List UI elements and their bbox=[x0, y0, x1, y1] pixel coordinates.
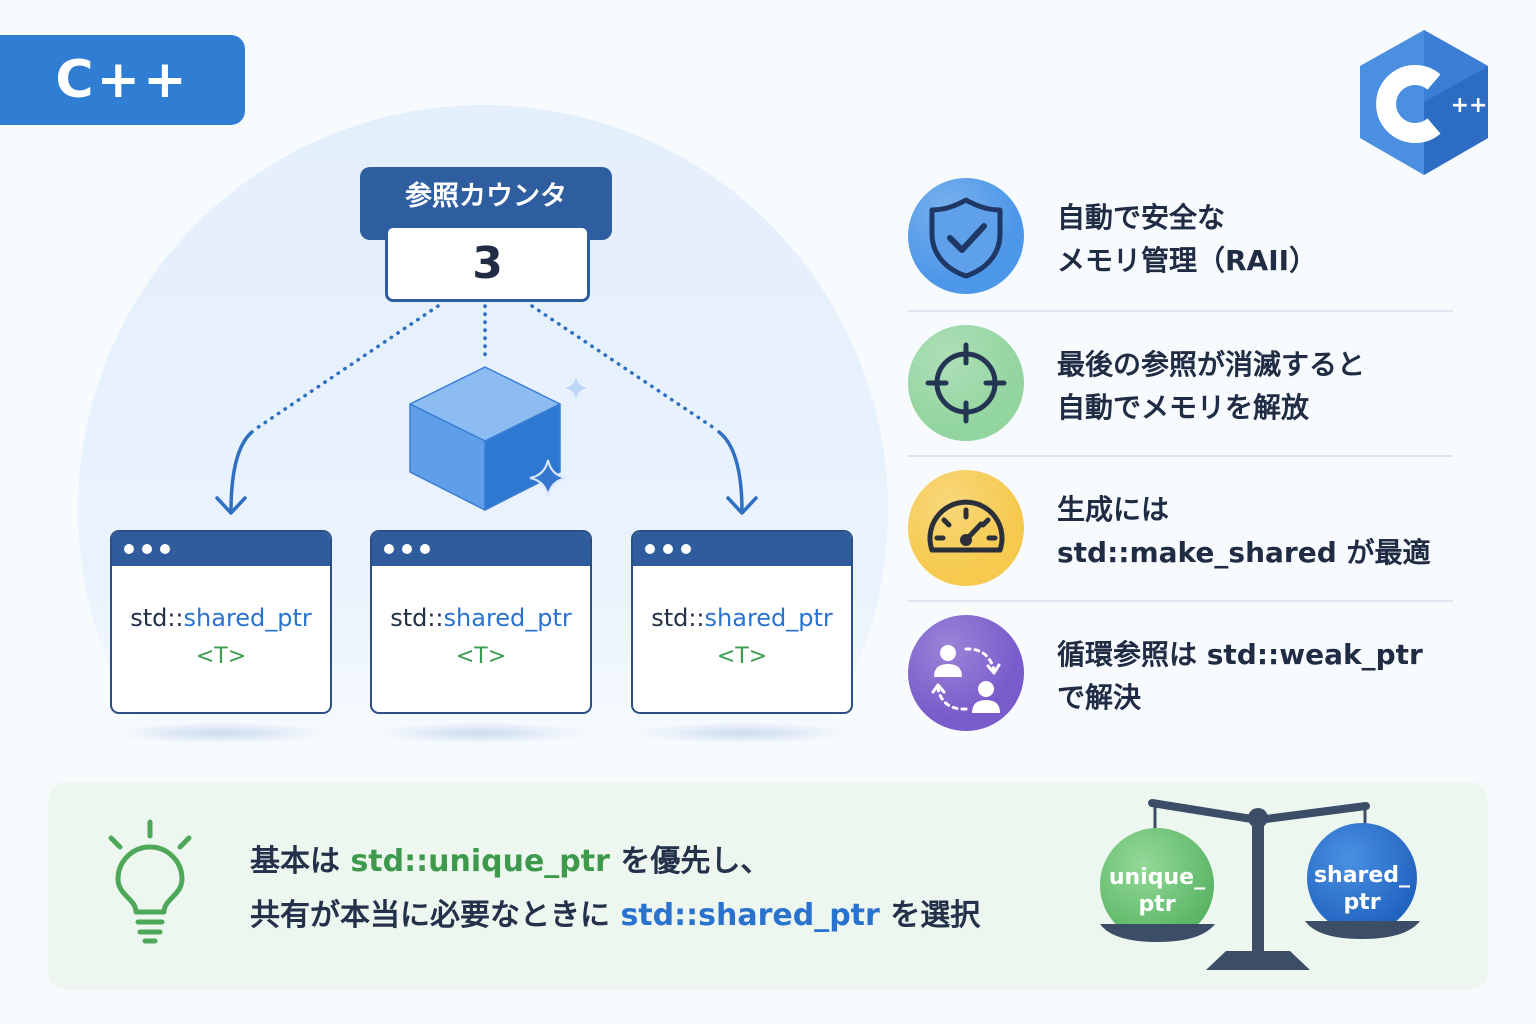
window-title-bar bbox=[112, 532, 330, 566]
tip-panel: 基本は std::unique_ptr を優先し、 共有が本当に必要なときに s… bbox=[48, 782, 1488, 990]
logo-facet-top bbox=[1424, 30, 1488, 102]
pointer-type: shared_ptr bbox=[704, 604, 833, 632]
feature-item-weak-ptr: 循環参照は std::weak_ptr で解決 bbox=[908, 615, 1453, 731]
feature-line-2: std::make_shared が最適 bbox=[1057, 536, 1431, 569]
tip-code-unique-ptr: std::unique_ptr bbox=[350, 844, 610, 879]
pointer-namespace: std:: bbox=[130, 604, 184, 632]
tip-line-1-after: を優先し、 bbox=[609, 844, 771, 879]
feature-icon-circle bbox=[908, 178, 1024, 294]
pointer-namespace: std:: bbox=[390, 604, 444, 632]
scale-pan-left bbox=[1100, 924, 1215, 942]
feature-divider bbox=[908, 600, 1453, 602]
scale-ball-right-line-1: shared_ bbox=[1314, 863, 1410, 888]
window-dot-icon bbox=[420, 544, 430, 554]
pointer-template-arg: <T> bbox=[195, 644, 247, 669]
lightbulb-icon bbox=[108, 819, 192, 944]
tip-line-2-after: を選択 bbox=[879, 898, 981, 933]
feature-text: 最後の参照が消滅すると 自動でメモリを解放 bbox=[1057, 325, 1365, 441]
balance-scale-icon: unique_ ptr shared_ ptr bbox=[1100, 799, 1420, 970]
feature-icon-circle bbox=[908, 325, 1024, 441]
window-dot-icon bbox=[402, 544, 412, 554]
feature-item-auto-release: 最後の参照が消滅すると 自動でメモリを解放 bbox=[908, 325, 1453, 441]
window-title-bar bbox=[633, 532, 851, 566]
cpp-logo-icon: ++ bbox=[1360, 30, 1488, 175]
scale-pivot bbox=[1248, 808, 1268, 828]
tip-line-1: 基本は std::unique_ptr を優先し、 bbox=[250, 835, 980, 889]
shared-ptr-window-2: std::shared_ptr <T> bbox=[370, 530, 592, 714]
crosshair-icon bbox=[925, 342, 1007, 424]
feature-line-2: 自動でメモリを解放 bbox=[1057, 391, 1310, 424]
feature-divider bbox=[908, 310, 1453, 312]
reference-counter-value: 3 bbox=[385, 225, 590, 302]
feature-text: 生成には std::make_shared が最適 bbox=[1057, 470, 1431, 586]
shared-ptr-window-3: std::shared_ptr <T> bbox=[631, 530, 853, 714]
shared-ptr-label: std::shared_ptr bbox=[112, 602, 330, 634]
window-title-bar bbox=[372, 532, 590, 566]
pointer-type: shared_ptr bbox=[183, 604, 312, 632]
window-dot-icon bbox=[681, 544, 691, 554]
feature-item-raii: 自動で安全な メモリ管理（RAII） bbox=[908, 178, 1453, 294]
pointer-template-arg: <T> bbox=[455, 644, 507, 669]
feature-text: 自動で安全な メモリ管理（RAII） bbox=[1057, 178, 1317, 294]
scale-pan-right bbox=[1305, 921, 1420, 939]
feature-line-2: で解決 bbox=[1057, 681, 1142, 714]
scale-ball-right-line-2: ptr bbox=[1343, 890, 1380, 915]
window-dot-icon bbox=[124, 544, 134, 554]
window-dot-icon bbox=[384, 544, 394, 554]
feature-line-2: メモリ管理（RAII） bbox=[1057, 244, 1318, 277]
gauge-icon bbox=[927, 499, 1005, 553]
pointer-namespace: std:: bbox=[651, 604, 705, 632]
tip-line-2: 共有が本当に必要なときに std::shared_ptr を選択 bbox=[250, 889, 980, 943]
feature-item-make-shared: 生成には std::make_shared が最適 bbox=[908, 470, 1453, 586]
tip-text: 基本は std::unique_ptr を優先し、 共有が本当に必要なときに s… bbox=[250, 835, 980, 943]
pointer-template-arg: <T> bbox=[716, 644, 768, 669]
language-badge-label: C++ bbox=[55, 50, 190, 110]
logo-facet-right bbox=[1424, 66, 1488, 175]
scale-ball-unique-ptr bbox=[1100, 828, 1214, 942]
logo-plus: ++ bbox=[1451, 93, 1488, 118]
window-shadow bbox=[373, 722, 589, 744]
scale-base bbox=[1206, 951, 1310, 970]
logo-letter-c bbox=[1376, 65, 1441, 143]
scale-ball-left-line-2: ptr bbox=[1138, 892, 1175, 917]
feature-divider bbox=[908, 455, 1453, 457]
feature-icon-circle bbox=[908, 470, 1024, 586]
window-shadow bbox=[113, 722, 329, 744]
language-badge: C++ bbox=[0, 35, 245, 125]
scale-post bbox=[1252, 815, 1264, 955]
cpp-logo: ++ bbox=[1356, 26, 1492, 180]
tip-code-shared-ptr: std::shared_ptr bbox=[620, 898, 880, 933]
feature-line-1: 循環参照は std::weak_ptr bbox=[1057, 638, 1423, 671]
window-dot-icon bbox=[663, 544, 673, 554]
feature-line-1: 生成には bbox=[1057, 493, 1170, 526]
window-shadow bbox=[634, 722, 850, 744]
feature-line-1: 最後の参照が消滅すると bbox=[1057, 348, 1366, 381]
feature-text: 循環参照は std::weak_ptr で解決 bbox=[1057, 615, 1423, 731]
scale-ball-left-line-1: unique_ bbox=[1109, 865, 1205, 890]
window-dot-icon bbox=[645, 544, 655, 554]
window-dot-icon bbox=[160, 544, 170, 554]
shared-ptr-label: std::shared_ptr bbox=[633, 602, 851, 634]
pointer-type: shared_ptr bbox=[443, 604, 572, 632]
scale-ball-shared-ptr bbox=[1307, 823, 1417, 933]
shared-ptr-window-1: std::shared_ptr <T> bbox=[110, 530, 332, 714]
users-cycle-icon bbox=[931, 645, 1001, 713]
feature-line-1: 自動で安全な bbox=[1057, 201, 1226, 234]
window-dot-icon bbox=[142, 544, 152, 554]
shared-ptr-label: std::shared_ptr bbox=[372, 602, 590, 634]
shield-check-icon bbox=[929, 197, 1003, 279]
feature-icon-circle bbox=[908, 615, 1024, 731]
tip-line-1-before: 基本は bbox=[250, 844, 351, 879]
tip-line-2-before: 共有が本当に必要なときに bbox=[250, 898, 621, 933]
